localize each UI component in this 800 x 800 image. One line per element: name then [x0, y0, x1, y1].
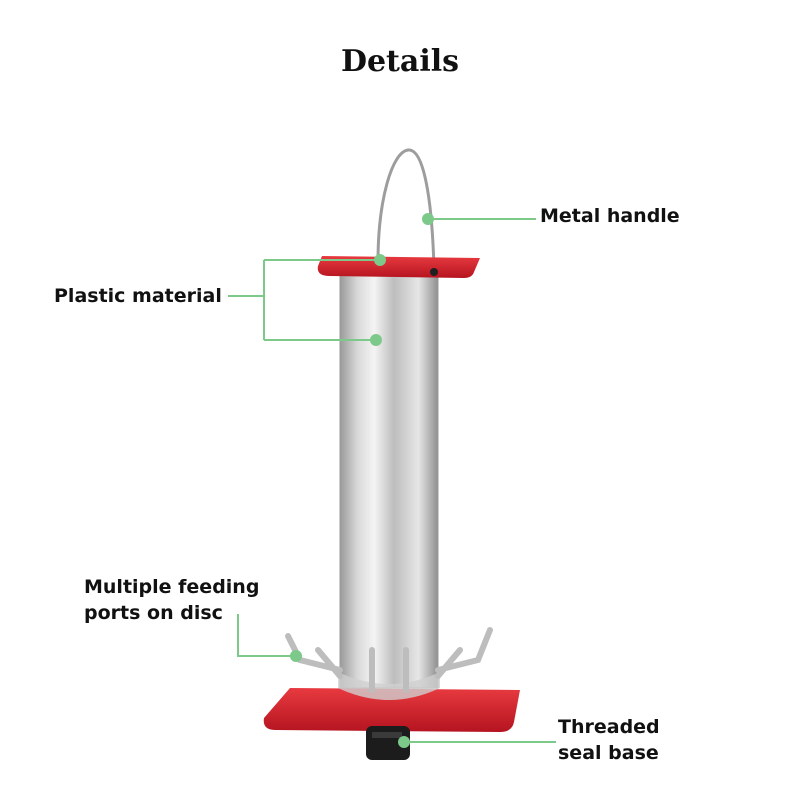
- label-plastic-material: Plastic material: [54, 285, 222, 307]
- leader-dots: [290, 213, 434, 748]
- label-seal-base: Threaded seal base: [558, 716, 660, 764]
- bottom-tray: [263, 688, 520, 732]
- label-metal-handle: Metal handle: [540, 205, 680, 227]
- plastic-tube: [339, 267, 439, 689]
- page-title: Details: [340, 44, 460, 79]
- metal-handle-wire: [376, 148, 436, 269]
- top-lid: [317, 256, 480, 278]
- feeding-ports: [285, 627, 493, 693]
- leader-lines: [228, 218, 556, 743]
- label-feeding-ports: Multiple feeding ports on disc: [84, 576, 260, 624]
